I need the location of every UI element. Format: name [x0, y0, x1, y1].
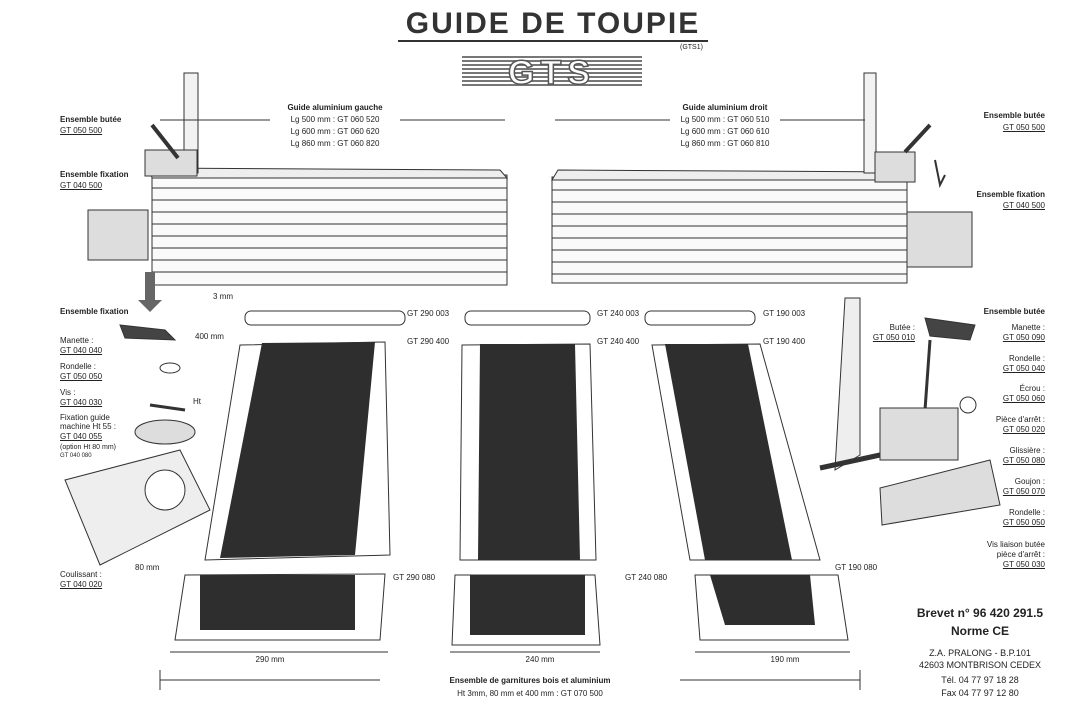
phone: Tél. 04 77 97 18 28: [941, 675, 1019, 685]
coulissant-code: GT 040 020: [60, 580, 103, 589]
code-290-003: GT 290 003: [407, 309, 450, 318]
butee-label: Butée :: [889, 323, 915, 332]
left-fixation-code: GT 040 500: [60, 181, 103, 190]
right-butee-code: GT 050 500: [1002, 123, 1045, 132]
ce-mark: CE: [992, 624, 1010, 638]
left-fixation-title: Ensemble fixation: [60, 170, 129, 179]
dim-3mm: 3 mm: [213, 292, 233, 301]
vis-label: Vis :: [60, 388, 76, 397]
right-guide-length-2: Lg 600 mm : GT 060 610: [680, 127, 770, 136]
norme-ce: Norme CE: [905, 624, 1055, 638]
fax: Fax 04 77 97 12 80: [941, 688, 1019, 698]
logo-text: GTS: [507, 53, 596, 93]
code-240-400: GT 240 400: [597, 337, 640, 346]
right-guide-stack: [551, 72, 932, 284]
machine-label: machine Ht 55 :: [60, 422, 117, 431]
right-guide-length-3: Lg 860 mm : GT 060 810: [680, 139, 770, 148]
vis-liaison-label-2: pièce d'arrêt :: [996, 550, 1045, 559]
title-code: (GTS1): [680, 44, 703, 51]
vis-code: GT 040 030: [60, 398, 103, 407]
left-fixation2-title: Ensemble fixation: [60, 307, 129, 316]
option-label: (option Ht 80 mm): [60, 444, 117, 451]
left-butee-code: GT 050 500: [60, 126, 103, 135]
manette-label: Manette :: [60, 336, 94, 345]
address-line-2: 42603 MONTBRISON CEDEX: [918, 660, 1042, 670]
norme-label: Norme: [950, 624, 989, 638]
right-guide-title: Guide aluminium droit: [682, 103, 768, 112]
rondelle2-label: Rondelle :: [1008, 508, 1045, 517]
glissiere-label: Glissière :: [1009, 446, 1045, 455]
ecrou-code: GT 050 060: [1002, 394, 1045, 403]
coulissant-label: Coulissant :: [60, 570, 102, 579]
width-190: 190 mm: [770, 655, 800, 664]
piece-code: GT 050 020: [1002, 425, 1045, 434]
width-240: 240 mm: [525, 655, 555, 664]
address-line-1: Z.A. PRALONG - B.P.101: [929, 648, 1031, 658]
dim-400mm: 400 mm: [195, 332, 224, 341]
right-fixation-title: Ensemble fixation: [976, 190, 1045, 199]
rondelle2-code: GT 050 050: [1002, 518, 1045, 527]
rondelle-code-right: GT 050 040: [1002, 364, 1045, 373]
code-240-003: GT 240 003: [597, 309, 640, 318]
right-fixation-code: GT 040 500: [1002, 201, 1045, 210]
right-butee2-title: Ensemble butée: [983, 307, 1045, 316]
garnitures-subtitle: Ht 3mm, 80 mm et 400 mm : GT 070 500: [457, 689, 603, 698]
left-butee-title: Ensemble butée: [60, 115, 122, 124]
rondelle-code: GT 050 050: [60, 372, 103, 381]
manette-code-right: GT 050 090: [1002, 333, 1045, 342]
code-290-400: GT 290 400: [407, 337, 450, 346]
vis-liaison-code: GT 050 030: [1002, 560, 1045, 569]
right-guide-length-1: Lg 500 mm : GT 060 510: [680, 115, 770, 124]
left-guide-length-1: Lg 500 mm : GT 060 520: [290, 115, 380, 124]
manette-code: GT 040 040: [60, 346, 103, 355]
ecrou-label: Écrou :: [1019, 384, 1045, 393]
manette-label-right: Manette :: [1011, 323, 1045, 332]
ht-label: Ht: [193, 397, 201, 406]
dim-80mm: 80 mm: [135, 563, 160, 572]
option-code: GT 040 080: [60, 453, 92, 459]
glissiere-code: GT 050 080: [1002, 456, 1045, 465]
code-290-080: GT 290 080: [393, 573, 436, 582]
rondelle-label-right: Rondelle :: [1008, 354, 1045, 363]
code-190-003: GT 190 003: [763, 309, 806, 318]
piece-label: Pièce d'arrêt :: [995, 415, 1045, 424]
left-guide-title: Guide aluminium gauche: [287, 103, 383, 112]
butee-code: GT 050 010: [872, 333, 915, 342]
right-butee-title: Ensemble butée: [983, 111, 1045, 120]
width-290: 290 mm: [255, 655, 285, 664]
left-guide-length-3: Lg 860 mm : GT 060 820: [290, 139, 380, 148]
rondelle-label: Rondelle :: [60, 362, 97, 371]
machine-code: GT 040 055: [60, 432, 103, 441]
goujon-code: GT 050 070: [1002, 487, 1045, 496]
goujon-label: Goujon :: [1014, 477, 1045, 486]
fixation-guide-label: Fixation guide: [60, 413, 110, 422]
code-190-080: GT 190 080: [835, 563, 878, 572]
brevet-number: Brevet n° 96 420 291.5: [916, 606, 1044, 620]
gts-logo: GTS: [462, 53, 642, 93]
page-title: GUIDE DE TOUPIE: [398, 8, 708, 42]
code-240-080: GT 240 080: [625, 573, 668, 582]
left-guide-stack: [144, 72, 509, 286]
vis-liaison-label: Vis liaison butée: [986, 540, 1045, 549]
garnitures-title: Ensemble de garnitures bois et aluminium: [380, 676, 680, 686]
left-guide-length-2: Lg 600 mm : GT 060 620: [290, 127, 380, 136]
code-190-400: GT 190 400: [763, 337, 806, 346]
